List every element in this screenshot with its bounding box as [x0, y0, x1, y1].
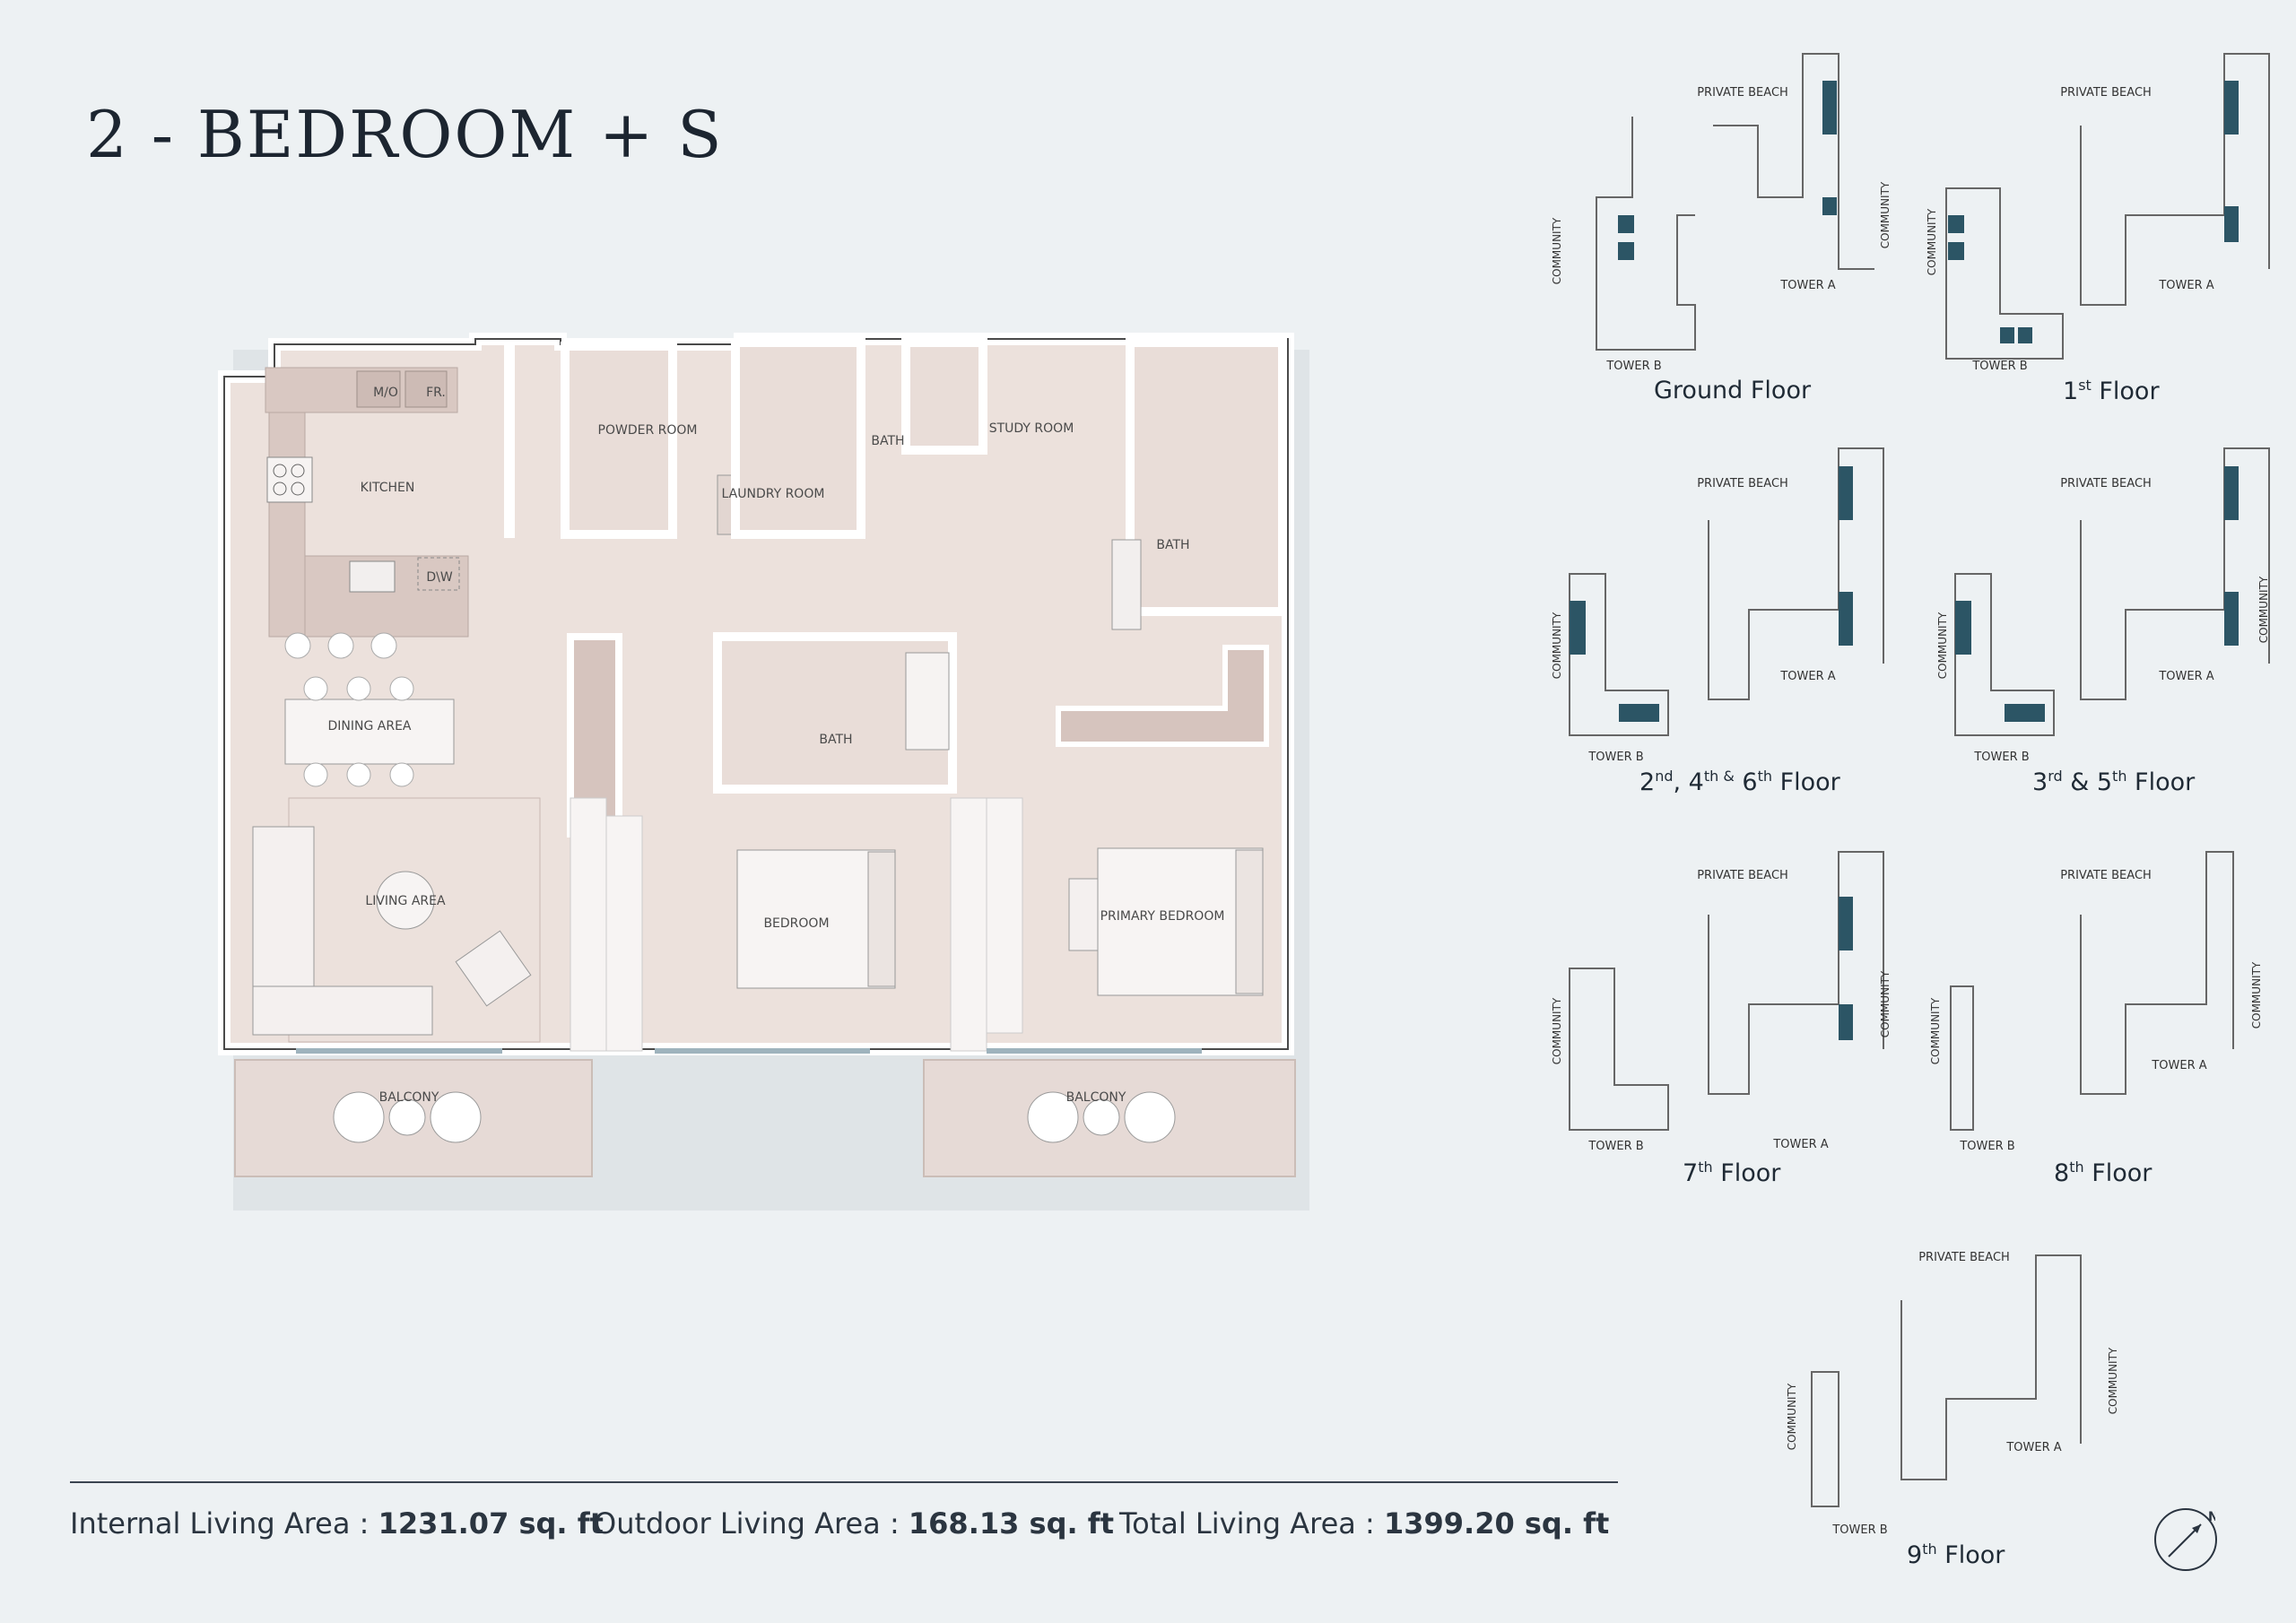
private-beach-ground: PRIVATE BEACH	[1697, 86, 1788, 100]
private-beach-9th: PRIVATE BEACH	[1918, 1251, 2010, 1264]
tower-b-2nd: TOWER B	[1587, 751, 1643, 764]
community-2nd: COMMUNITY	[1551, 612, 1563, 679]
label-balcony-left: BALCONY	[379, 1090, 439, 1105]
coffee-table	[376, 871, 435, 930]
north-compass: N	[2154, 1508, 2219, 1571]
shower	[1111, 539, 1142, 630]
tower-b-1st: TOWER B	[1971, 360, 2027, 373]
private-beach-7th: PRIVATE BEACH	[1697, 869, 1788, 882]
label-dining-area: DINING AREA	[327, 719, 411, 733]
community-2nd-right: COMMUNITY	[2257, 576, 2270, 643]
label-study-room: STUDY ROOM	[989, 421, 1074, 436]
community-8th-right: COMMUNITY	[2250, 961, 2263, 1028]
community-9th-right: COMMUNITY	[2107, 1347, 2119, 1414]
label-primary-bedroom: PRIMARY BEDROOM	[1100, 909, 1225, 924]
tower-b-8th: TOWER B	[1959, 1140, 2014, 1153]
internal-area: Internal Living Area : 1231.07 sq. ft	[70, 1506, 604, 1541]
label-bath-1: BATH	[871, 434, 904, 448]
community-ground: COMMUNITY	[1551, 217, 1563, 284]
label-bath-3: BATH	[819, 733, 852, 747]
floor-plan: M/O FR. KITCHEN D\W POWDER ROOM LAUNDRY …	[218, 333, 1309, 1211]
private-beach-1st: PRIVATE BEACH	[2060, 86, 2152, 100]
community-7th-right: COMMUNITY	[1879, 970, 1892, 1037]
floor-label-7th: 7th Floor	[1683, 1159, 1781, 1187]
community-1st: COMMUNITY	[1926, 208, 1938, 275]
label-kitchen: KITCHEN	[361, 481, 415, 495]
private-beach-3rd: PRIVATE BEACH	[2060, 477, 2152, 490]
tower-b-9th: TOWER B	[1831, 1523, 1887, 1537]
floor-label-1st: 1st Floor	[2063, 377, 2160, 405]
tower-a-ground: TOWER A	[1779, 279, 1835, 292]
label-balcony-right: BALCONY	[1066, 1090, 1126, 1105]
floor-label-2nd-4th-6th: 2nd, 4th & 6th Floor	[1639, 768, 1840, 796]
bathtub	[905, 652, 950, 751]
cooktop	[266, 456, 313, 503]
page-title: 2 - BEDROOM + S	[86, 97, 724, 172]
dining-table	[284, 699, 455, 765]
community-8th: COMMUNITY	[1929, 997, 1942, 1064]
community-ground-right: COMMUNITY	[1879, 181, 1892, 248]
tower-a-7th: TOWER A	[1772, 1138, 1828, 1151]
tower-a-9th: TOWER A	[2005, 1441, 2061, 1454]
tower-a-2nd: TOWER A	[1779, 670, 1835, 683]
floor-label-8th: 8th Floor	[2054, 1159, 2152, 1187]
tower-b-7th: TOWER B	[1587, 1140, 1643, 1153]
community-9th: COMMUNITY	[1786, 1383, 1798, 1450]
sink	[349, 560, 396, 593]
total-area: Total Living Area : 1399.20 sq. ft	[1119, 1506, 1610, 1541]
label-powder-room: POWDER ROOM	[598, 423, 698, 438]
community-3rd: COMMUNITY	[1936, 612, 1949, 679]
tower-b-ground: TOWER B	[1605, 360, 1661, 373]
footer-divider	[70, 1481, 1618, 1483]
key-plans: PRIVATE BEACH PRIVATE BEACH PRIVATE BEAC…	[1551, 53, 2270, 1537]
tower-b-3rd: TOWER B	[1973, 751, 2029, 764]
floor-label-9th: 9th Floor	[1907, 1541, 2005, 1569]
floor-label-3rd-5th: 3rd & 5th Floor	[2032, 768, 2196, 796]
label-mo: M/O	[373, 386, 398, 400]
private-beach-2nd: PRIVATE BEACH	[1697, 477, 1788, 490]
label-bath-2: BATH	[1156, 538, 1189, 552]
private-beach-8th: PRIVATE BEACH	[2060, 869, 2152, 882]
label-bedroom: BEDROOM	[763, 916, 829, 931]
tower-a-3rd: TOWER A	[2158, 670, 2213, 683]
floor-label-ground: Ground Floor	[1654, 377, 1812, 404]
label-living-area: LIVING AREA	[365, 894, 446, 908]
compass-north-label: N	[2208, 1510, 2215, 1524]
label-dw: D\W	[426, 570, 452, 585]
community-7th: COMMUNITY	[1551, 997, 1563, 1064]
outdoor-area: Outdoor Living Area : 168.13 sq. ft	[594, 1506, 1114, 1541]
armchair	[455, 930, 532, 1007]
label-fr: FR.	[426, 386, 446, 400]
label-laundry-room: LAUNDRY ROOM	[722, 487, 825, 501]
tower-a-8th: TOWER A	[2151, 1059, 2206, 1072]
tower-a-1st: TOWER A	[2158, 279, 2213, 292]
